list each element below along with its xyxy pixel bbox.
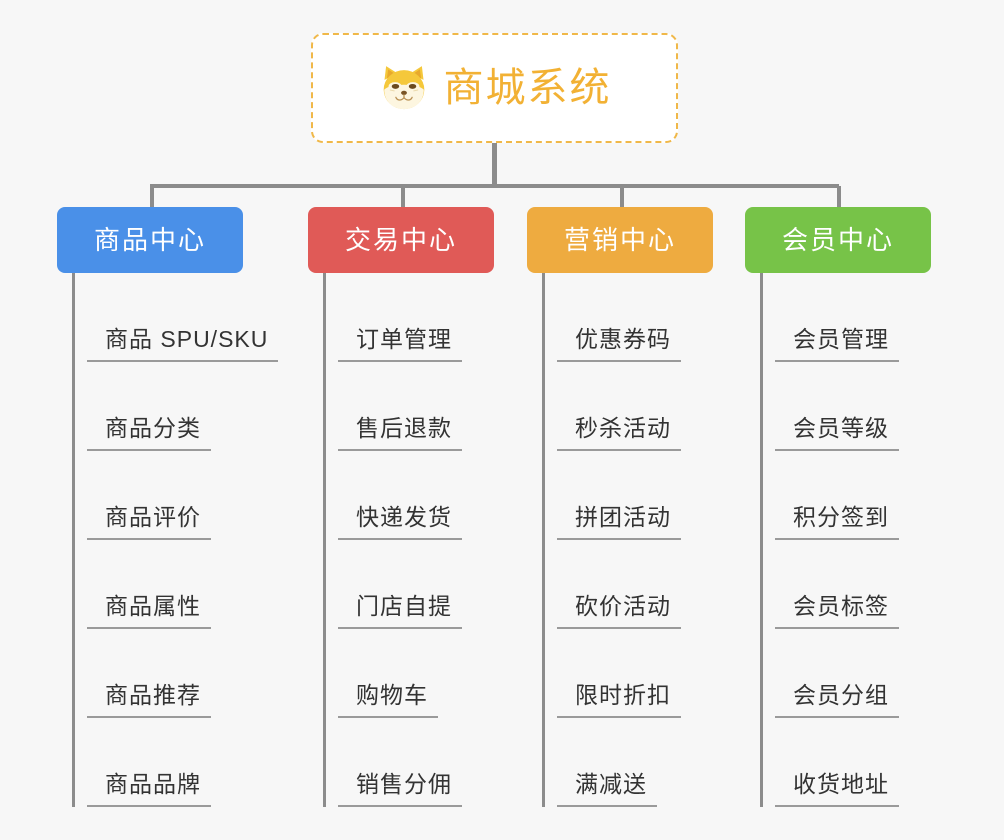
list-item[interactable]: 砍价活动	[542, 540, 777, 629]
column-header-product-center[interactable]: 商品中心	[57, 207, 243, 273]
connector-drop-marketing-center	[620, 186, 624, 208]
list-item[interactable]: 拼团活动	[542, 451, 777, 540]
connector-horizontal-bus	[150, 184, 839, 188]
list-item-rule	[338, 538, 462, 540]
list-item-label: 优惠券码	[575, 326, 671, 352]
column-spine	[760, 273, 763, 807]
list-item-rule	[338, 449, 462, 451]
list-item-rule	[87, 716, 211, 718]
list-item-rule	[87, 538, 211, 540]
list-item[interactable]: 满减送	[542, 718, 777, 807]
list-item[interactable]: 订单管理	[323, 273, 558, 362]
list-item-rule	[775, 627, 899, 629]
list-item[interactable]: 商品推荐	[72, 629, 307, 718]
list-item[interactable]: 商品分类	[72, 362, 307, 451]
list-item-label: 秒杀活动	[575, 415, 671, 441]
list-item[interactable]: 商品 SPU/SKU	[72, 273, 307, 362]
list-item-label: 商品分类	[105, 415, 201, 441]
list-item-label: 销售分佣	[356, 771, 452, 797]
list-item-rule	[557, 627, 681, 629]
list-item-rule	[557, 360, 681, 362]
column-body-marketing-center: 优惠券码 秒杀活动 拼团活动 砍价活动 限时折扣 满减送	[527, 273, 777, 807]
list-item[interactable]: 收货地址	[760, 718, 995, 807]
column-marketing-center: 营销中心 优惠券码 秒杀活动 拼团活动 砍价活动 限时折扣 满减送	[527, 207, 777, 807]
list-item[interactable]: 积分签到	[760, 451, 995, 540]
list-item-label: 会员管理	[793, 326, 889, 352]
column-spine	[72, 273, 75, 807]
list-item[interactable]: 快递发货	[323, 451, 558, 540]
list-item[interactable]: 会员分组	[760, 629, 995, 718]
list-item[interactable]: 会员管理	[760, 273, 995, 362]
root-node[interactable]: 商城系统	[311, 33, 678, 143]
list-item-label: 订单管理	[356, 326, 452, 352]
list-item-rule	[775, 716, 899, 718]
list-item[interactable]: 优惠券码	[542, 273, 777, 362]
connector-drop-member-center	[837, 186, 841, 208]
list-item-label: 砍价活动	[575, 593, 671, 619]
list-item-label: 限时折扣	[575, 682, 671, 708]
list-item-label: 积分签到	[793, 504, 889, 530]
list-item-label: 商品评价	[105, 504, 201, 530]
list-item-rule	[557, 449, 681, 451]
list-item-label: 商品品牌	[105, 771, 201, 797]
list-item-rule	[338, 360, 462, 362]
list-item[interactable]: 售后退款	[323, 362, 558, 451]
list-item-label: 拼团活动	[575, 504, 671, 530]
list-item-label: 会员分组	[793, 682, 889, 708]
list-item-label: 售后退款	[356, 415, 452, 441]
list-item-rule	[775, 805, 899, 807]
list-item-rule	[87, 627, 211, 629]
column-spine	[542, 273, 545, 807]
list-item-label: 满减送	[575, 771, 647, 797]
list-item-label: 快递发货	[356, 504, 452, 530]
column-header-member-center[interactable]: 会员中心	[745, 207, 931, 273]
list-item-rule	[557, 716, 681, 718]
column-body-trade-center: 订单管理 售后退款 快递发货 门店自提 购物车 销售分佣	[308, 273, 558, 807]
list-item[interactable]: 限时折扣	[542, 629, 777, 718]
list-item[interactable]: 会员等级	[760, 362, 995, 451]
connector-drop-trade-center	[401, 186, 405, 208]
list-item-label: 购物车	[356, 682, 428, 708]
list-item-rule	[557, 538, 681, 540]
list-item-rule	[775, 360, 899, 362]
connector-drop-product-center	[150, 186, 154, 208]
list-item[interactable]: 销售分佣	[323, 718, 558, 807]
list-item[interactable]: 门店自提	[323, 540, 558, 629]
list-item-label: 会员标签	[793, 593, 889, 619]
list-item-rule	[338, 805, 462, 807]
list-item-label: 商品 SPU/SKU	[105, 326, 269, 352]
list-item-label: 收货地址	[793, 771, 889, 797]
list-item[interactable]: 商品属性	[72, 540, 307, 629]
connector-root-stem	[492, 143, 497, 187]
list-item[interactable]: 商品评价	[72, 451, 307, 540]
list-item[interactable]: 会员标签	[760, 540, 995, 629]
list-item-rule	[775, 449, 899, 451]
list-item[interactable]: 商品品牌	[72, 718, 307, 807]
shiba-dog-face-icon	[378, 62, 430, 114]
list-item-label: 商品推荐	[105, 682, 201, 708]
column-trade-center: 交易中心 订单管理 售后退款 快递发货 门店自提 购物车 销售分佣	[308, 207, 558, 807]
list-item-rule	[87, 360, 278, 362]
column-body-product-center: 商品 SPU/SKU 商品分类 商品评价 商品属性 商品推荐 商品品牌	[57, 273, 307, 807]
column-member-center: 会员中心 会员管理 会员等级 积分签到 会员标签 会员分组 收货地址	[745, 207, 995, 807]
list-item-rule	[775, 538, 899, 540]
column-header-trade-center[interactable]: 交易中心	[308, 207, 494, 273]
column-product-center: 商品中心 商品 SPU/SKU 商品分类 商品评价 商品属性 商品推荐 商品品牌	[57, 207, 307, 807]
list-item-rule	[557, 805, 657, 807]
list-item[interactable]: 购物车	[323, 629, 558, 718]
root-title: 商城系统	[443, 66, 612, 110]
list-item[interactable]: 秒杀活动	[542, 362, 777, 451]
list-item-label: 会员等级	[793, 415, 889, 441]
list-item-rule	[338, 716, 438, 718]
column-body-member-center: 会员管理 会员等级 积分签到 会员标签 会员分组 收货地址	[745, 273, 995, 807]
list-item-label: 门店自提	[356, 593, 452, 619]
column-header-marketing-center[interactable]: 营销中心	[527, 207, 713, 273]
list-item-label: 商品属性	[105, 593, 201, 619]
list-item-rule	[338, 627, 462, 629]
list-item-rule	[87, 449, 211, 451]
list-item-rule	[87, 805, 211, 807]
column-spine	[323, 273, 326, 807]
